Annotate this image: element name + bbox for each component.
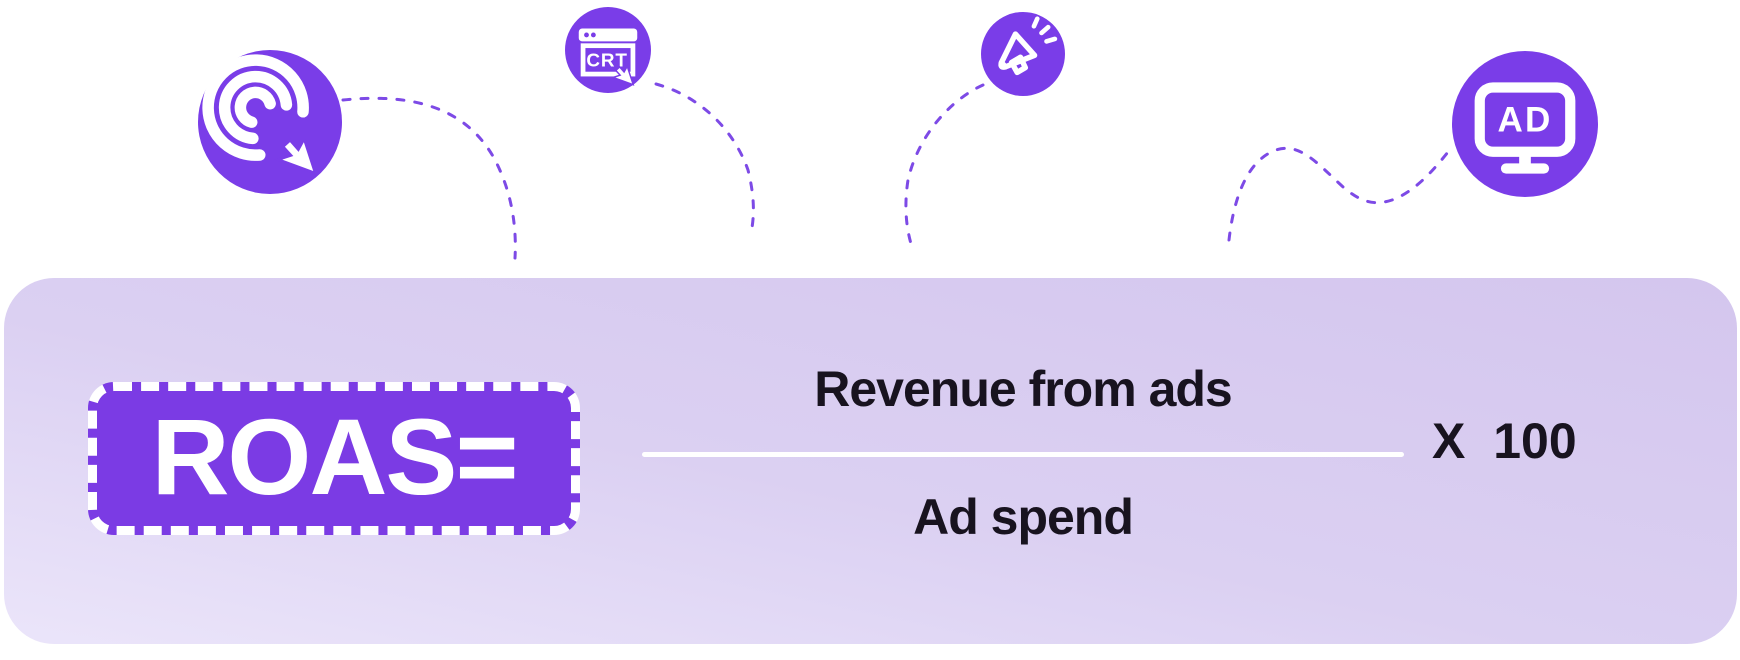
fraction-divider-line	[642, 452, 1404, 457]
connector-curve-1	[341, 96, 517, 260]
roas-acronym: ROAS=	[151, 395, 518, 517]
ad-label: AD	[1498, 100, 1553, 139]
fraction-numerator: Revenue from ads	[814, 361, 1232, 417]
connector-curve-3	[904, 83, 985, 249]
formula-card: ROAS= Revenue from ads Ad spend X 100	[4, 278, 1737, 644]
connector-curve-4	[1227, 146, 1450, 242]
click-icon	[198, 50, 342, 194]
megaphone-icon	[981, 12, 1065, 96]
crt-label: CRT	[586, 50, 627, 71]
connector-curve-2	[654, 82, 755, 235]
fraction: Revenue from ads Ad spend	[639, 278, 1407, 644]
cursor-arrow	[611, 64, 635, 86]
crt-browser-icon: CRT	[565, 7, 651, 93]
cursor-arrow	[273, 135, 318, 176]
fraction-denominator: Ad spend	[913, 489, 1134, 545]
roas-badge: ROAS=	[88, 382, 580, 535]
ad-display-icon: AD	[1452, 51, 1598, 197]
multiplier-x100: X 100	[1432, 413, 1577, 469]
